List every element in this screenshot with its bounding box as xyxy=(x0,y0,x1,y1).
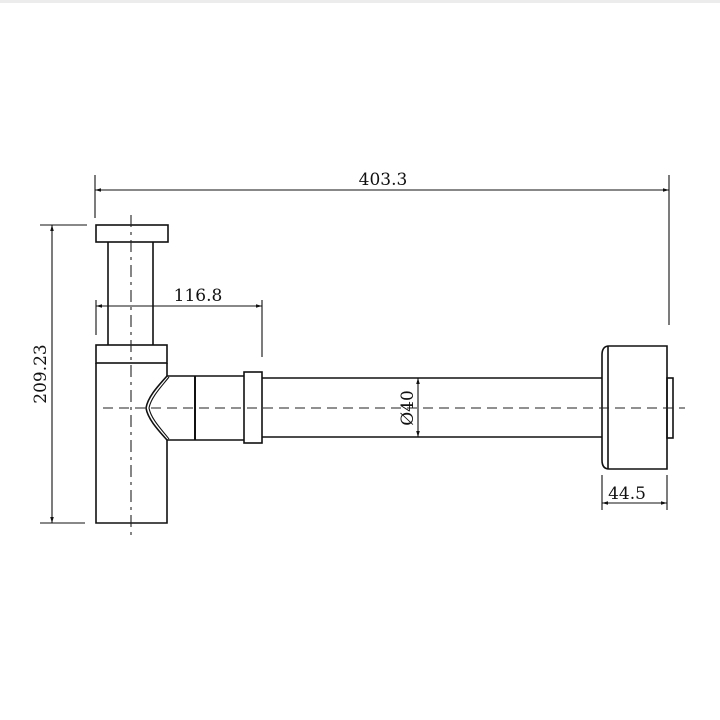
dimension-pipe-diameter: Ø40 xyxy=(398,378,420,437)
pipe-diameter-label: Ø40 xyxy=(398,390,418,426)
dimension-flange-depth: 44.5 xyxy=(601,475,668,510)
dimension-overall-height: 209.23 xyxy=(31,224,87,524)
outlet-nut xyxy=(243,371,263,444)
top-border-strip xyxy=(0,0,720,3)
flange-depth-label: 44.5 xyxy=(608,484,646,504)
dimension-overall-length: 403.3 xyxy=(94,170,670,325)
trap-body xyxy=(95,215,170,540)
overall-length-label: 403.3 xyxy=(359,170,408,190)
inlet-offset-label: 116.8 xyxy=(174,286,223,306)
outlet-stub xyxy=(167,371,263,444)
overall-height-label: 209.23 xyxy=(31,344,51,403)
top-cap xyxy=(95,224,169,243)
dimension-inlet-offset: 116.8 xyxy=(95,286,263,357)
wall-pipe xyxy=(262,377,602,438)
